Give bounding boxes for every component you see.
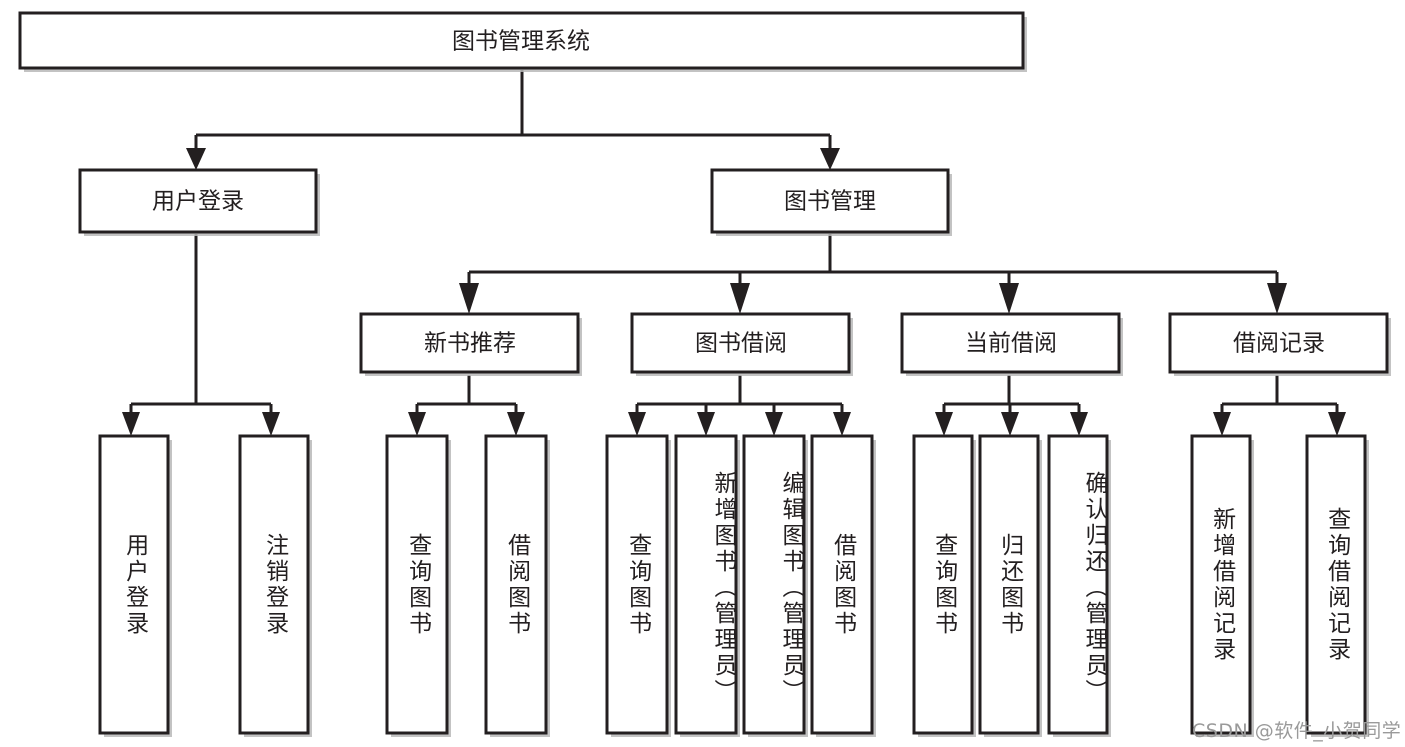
connector-layer [122,70,1346,436]
leaf-bb-add-box[interactable] [674,434,738,735]
leaf-cb-confirm-box[interactable] [1047,434,1109,735]
arrowhead-bookborrow [730,283,750,314]
arrowhead-br-leaf1 [1213,412,1231,436]
arrowhead-bb-leaf3 [765,412,783,436]
arrowhead-nb-leaf2 [507,412,525,436]
node-new-book-recommend-box[interactable] [359,312,580,374]
leaf-bb-edit-box[interactable] [742,434,806,735]
arrowhead-cb-leaf1 [935,412,953,436]
leaf-cb-query-box[interactable] [912,434,974,735]
node-root-label: 图书管理系统 [452,29,590,55]
leaf-user-login-box[interactable] [98,434,170,735]
node-borrow-record-box[interactable] [1168,312,1389,374]
leaf-br-add-box[interactable] [1190,434,1252,735]
leaf-br-query-box[interactable] [1305,434,1367,735]
arrowhead-bb-leaf2 [697,412,715,436]
node-book-management-box[interactable] [710,168,950,234]
arrowhead-newbook [459,283,479,314]
leaf-bb-borrow-box[interactable] [810,434,874,735]
arrowhead-leaf-user-login [122,412,140,436]
csdn-watermark: CSDN @软件_小贺同学 [1192,720,1402,742]
arrowhead-bb-leaf1 [628,412,646,436]
node-book-management-label: 图书管理 [784,189,876,215]
leaf-cb-return-box[interactable] [978,434,1040,735]
arrowhead-bb-leaf4 [833,412,851,436]
node-root-box[interactable] [18,11,1025,70]
arrowhead-leaf-logout [262,412,280,436]
leaf-nb-query-box[interactable] [385,434,449,735]
arrowhead-currentborrow [999,283,1019,314]
node-user-login-label: 用户登录 [152,189,244,215]
node-book-borrow-label: 图书借阅 [695,331,787,357]
arrowhead-borrowrecord [1267,283,1287,314]
leaf-nb-borrow-box[interactable] [484,434,548,735]
arrowhead-userlogin [186,148,206,170]
node-new-book-recommend-label: 新书推荐 [424,331,516,357]
arrowhead-cb-leaf3 [1070,412,1088,436]
node-layer: 图书管理系统 用户登录 图书管理 新书推荐 图书借阅 当前借阅 借阅记录 [18,11,1391,737]
node-user-login-box[interactable] [78,168,318,234]
leaf-logout-box[interactable] [238,434,310,735]
arrowhead-nb-leaf1 [408,412,426,436]
arrowhead-cb-leaf2 [1001,412,1019,436]
arrowhead-bookmgmt [820,148,840,170]
arrowhead-br-leaf2 [1328,412,1346,436]
node-current-borrow-label: 当前借阅 [965,331,1057,357]
node-book-borrow-box[interactable] [630,312,851,374]
node-borrow-record-label: 借阅记录 [1233,331,1325,357]
node-current-borrow-box[interactable] [900,312,1121,374]
leaf-bb-query-box[interactable] [605,434,669,735]
